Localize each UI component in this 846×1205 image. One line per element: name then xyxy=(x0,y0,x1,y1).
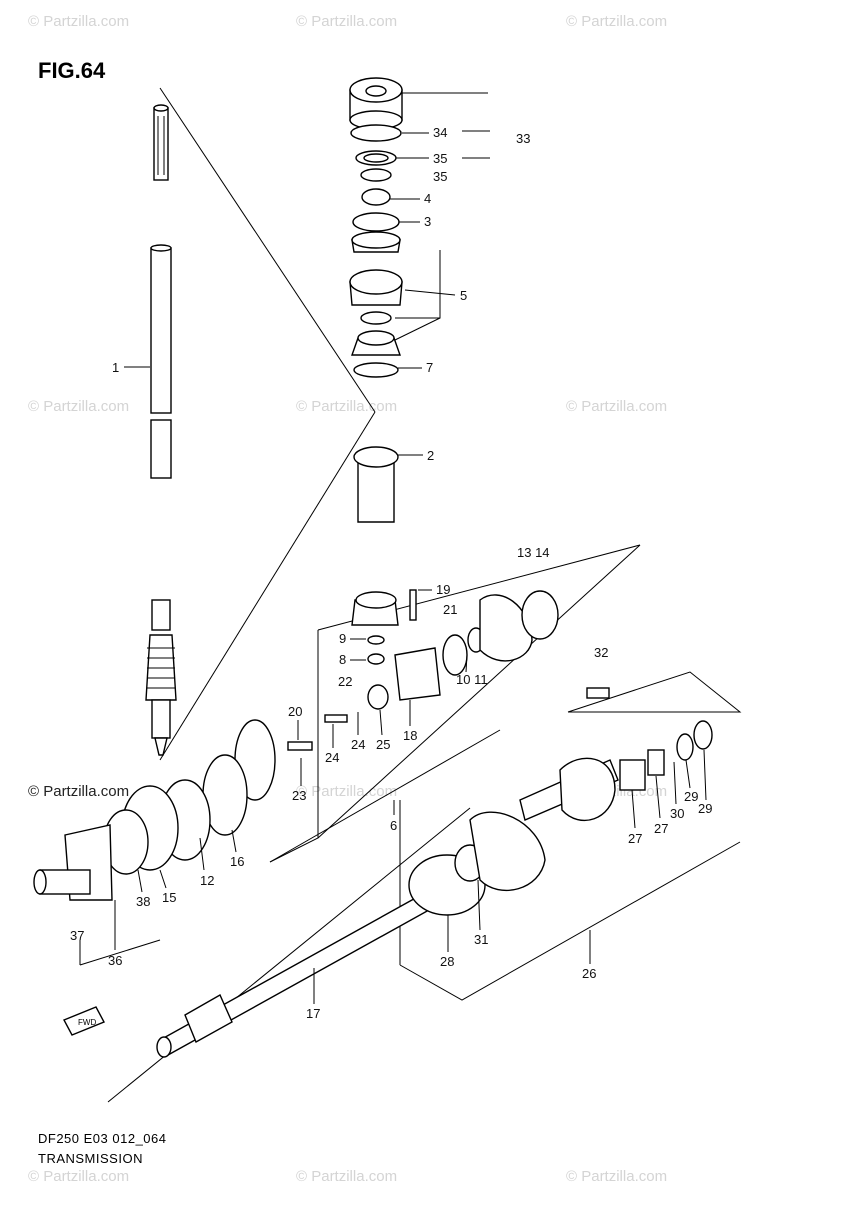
callout-label: 22 xyxy=(338,674,352,689)
callout-label: 17 xyxy=(306,1006,320,1021)
watermark: © Partzilla.com xyxy=(566,1168,667,1185)
callout-label: 32 xyxy=(594,645,608,660)
figure-title: FIG.64 xyxy=(38,58,106,83)
callout-label: 27 xyxy=(654,821,668,836)
callout-label: 23 xyxy=(292,788,306,803)
callout-label: 26 xyxy=(582,966,596,981)
watermark: © Partzilla.com xyxy=(566,398,667,415)
callout-label: 9 xyxy=(339,631,346,646)
callout-label: 31 xyxy=(474,932,488,947)
callout-labels: 1 2 3 4 5 6 7 8 9 10 11 12 13 14 15 16 1… xyxy=(70,92,712,1021)
watermark: © Partzilla.com xyxy=(28,13,129,30)
watermark: © Partzilla.com xyxy=(28,398,129,415)
callout-label: 28 xyxy=(440,954,454,969)
figure-caption: TRANSMISSION xyxy=(38,1151,143,1166)
callout-label: 29 xyxy=(684,789,698,804)
callout-label: 4 xyxy=(424,191,431,206)
callout-label: 37 xyxy=(70,928,84,943)
callout-label: 25 xyxy=(376,737,390,752)
svg-text:FWD: FWD xyxy=(78,1018,96,1027)
callout-label: 2 xyxy=(427,448,434,463)
callout-label: 1 xyxy=(112,360,119,375)
callout-label: 38 xyxy=(136,894,150,909)
propeller-shaft-assembly xyxy=(156,687,713,1058)
fwd-arrow-icon: FWD xyxy=(63,1006,105,1036)
callout-label: 35 xyxy=(433,169,447,184)
callout-label: 36 xyxy=(108,953,122,968)
drive-shaft xyxy=(145,104,177,756)
callout-label: 35 xyxy=(433,151,447,166)
upper-bearing-stack xyxy=(349,77,403,523)
callout-label: 29 xyxy=(698,801,712,816)
callout-label: 13 14 xyxy=(517,545,550,560)
callout-label: 19 xyxy=(436,582,450,597)
callout-label: 24 xyxy=(351,737,365,752)
watermark: © Partzilla.com xyxy=(296,1168,397,1185)
callout-label: 21 xyxy=(443,602,457,617)
callout-label: 5 xyxy=(460,288,467,303)
callout-label: 3 xyxy=(424,214,431,229)
model-code: DF250 E03 012_064 xyxy=(38,1131,166,1146)
callout-label: 16 xyxy=(230,854,244,869)
watermark: © Partzilla.com xyxy=(28,1168,129,1185)
callout-label: 6 xyxy=(390,818,397,833)
callout-label: 27 xyxy=(628,831,642,846)
callout-label: 18 xyxy=(403,728,417,743)
callout-label: 8 xyxy=(339,652,346,667)
watermark: © Partzilla.com xyxy=(296,13,397,30)
callout-label: 20 xyxy=(288,704,302,719)
watermark-prominent: © Partzilla.com xyxy=(28,783,129,800)
watermark-layer: © Partzilla.com © Partzilla.com © Partzi… xyxy=(28,13,667,1185)
callout-label: 15 xyxy=(162,890,176,905)
callout-label: 34 xyxy=(433,125,447,140)
callout-label: 30 xyxy=(670,806,684,821)
callout-label: 7 xyxy=(426,360,433,375)
watermark: © Partzilla.com xyxy=(296,783,397,800)
callout-label: 12 xyxy=(200,873,214,888)
watermark: © Partzilla.com xyxy=(296,398,397,415)
callout-label: 10 11 xyxy=(456,672,488,687)
callout-label: 33 xyxy=(516,131,530,146)
callout-label: 24 xyxy=(325,750,339,765)
gear-assembly xyxy=(33,589,559,901)
watermark: © Partzilla.com xyxy=(566,13,667,30)
